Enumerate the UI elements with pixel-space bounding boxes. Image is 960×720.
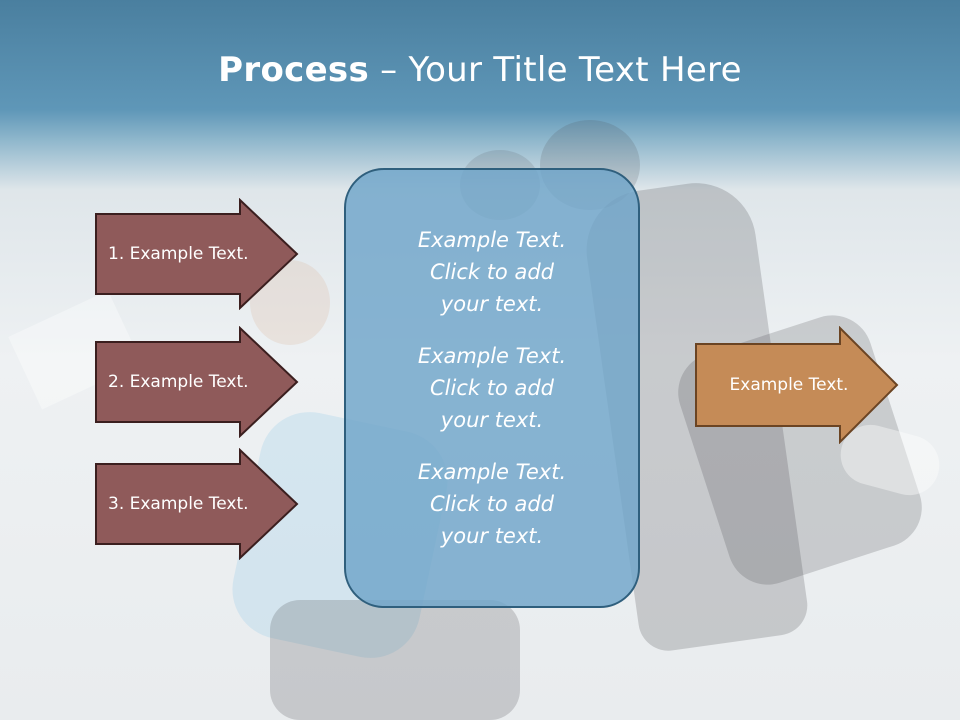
center-text-item[interactable]: Example Text. Click to add your text. xyxy=(417,228,567,316)
arrow-shape xyxy=(95,198,299,310)
center-text-item[interactable]: Example Text. Click to add your text. xyxy=(417,344,567,432)
process-step-label: 3. Example Text. xyxy=(108,494,249,514)
process-step-arrow-3[interactable]: 3. Example Text. xyxy=(94,448,300,560)
background-person-shape xyxy=(270,600,520,720)
process-step-label: 2. Example Text. xyxy=(108,372,249,392)
result-arrow[interactable]: Example Text. xyxy=(694,326,900,444)
title-rest: – Your Title Text Here xyxy=(369,50,742,90)
slide-title[interactable]: Process – Your Title Text Here xyxy=(0,50,960,90)
process-step-arrow-1[interactable]: 1. Example Text. xyxy=(94,198,300,310)
arrow-shape xyxy=(95,448,299,560)
arrow-shape xyxy=(95,326,299,438)
arrow-shape xyxy=(695,326,899,444)
center-text-box[interactable]: Example Text. Click to add your text. Ex… xyxy=(344,168,640,608)
center-text-item[interactable]: Example Text. Click to add your text. xyxy=(417,460,567,548)
process-step-label: 1. Example Text. xyxy=(108,244,249,264)
process-step-arrow-2[interactable]: 2. Example Text. xyxy=(94,326,300,438)
title-bold: Process xyxy=(218,50,370,90)
result-label: Example Text. xyxy=(729,375,849,395)
